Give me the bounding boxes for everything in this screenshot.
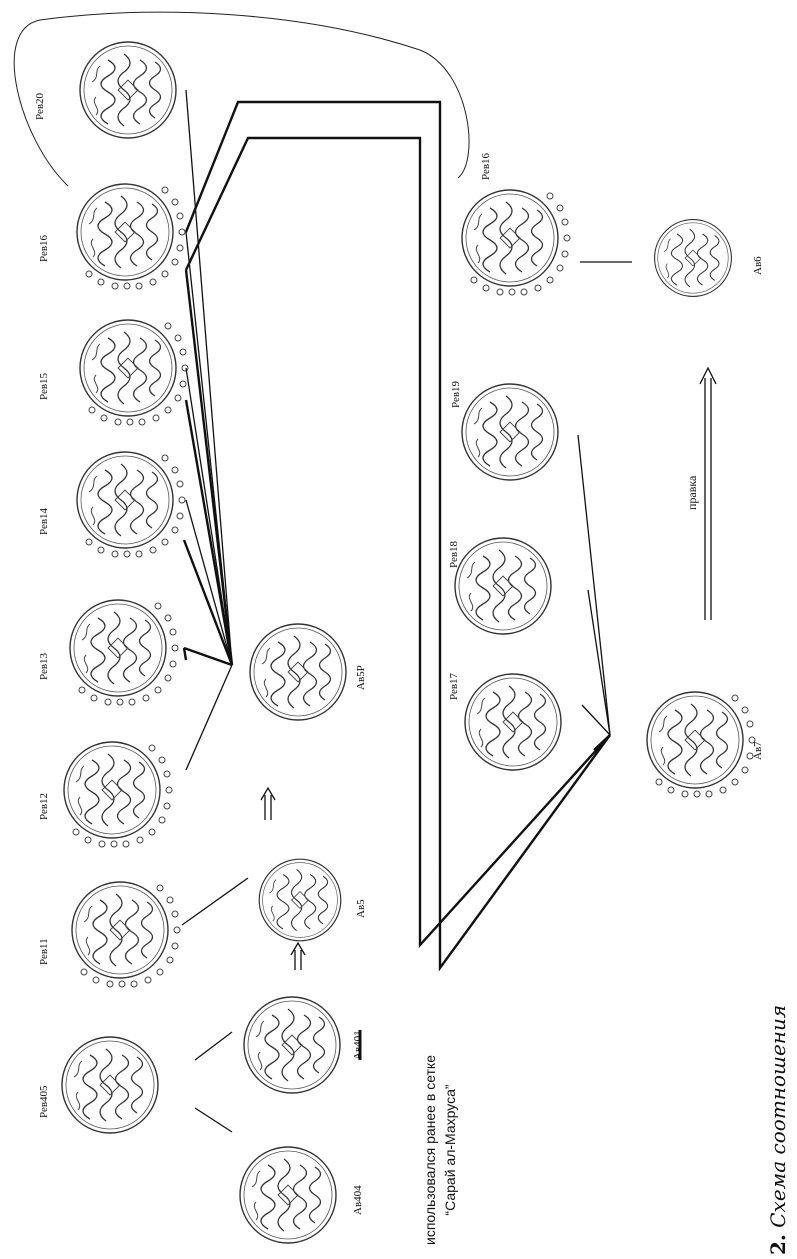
coin-rev16-right <box>461 189 571 296</box>
figure-caption: 2. Схема соотношения <box>766 1005 790 1255</box>
coin-rev12 <box>63 741 173 848</box>
used-earlier-line1: использовался ранее в сетке <box>422 1055 438 1245</box>
label-rev16-left: Рев16 <box>38 234 50 262</box>
coin-rev14 <box>76 451 186 558</box>
used-earlier-line2: “Сарай ал-Махруса” <box>442 1084 458 1216</box>
label-rev20: Рев20 <box>34 92 46 120</box>
label-rev18: Рев18 <box>448 540 460 568</box>
caption-text: Схема соотношения <box>766 1004 790 1228</box>
label-rev14: Рев14 <box>38 507 50 535</box>
label-av7: Ав7 <box>752 741 764 760</box>
label-rev13: Рев13 <box>38 652 50 680</box>
label-rev15: Рев15 <box>38 372 50 400</box>
label-rev16-right: Рев16 <box>480 152 492 180</box>
coin-rev19 <box>461 383 559 481</box>
coin-rev17 <box>464 673 562 771</box>
coin-av5 <box>258 858 342 942</box>
coin-rev405 <box>61 1036 159 1134</box>
coin-rev15 <box>79 319 189 426</box>
label-rev12: Рев12 <box>38 792 50 820</box>
label-rev11: Рев11 <box>38 938 50 965</box>
coin-rev20 <box>79 41 177 139</box>
coin-rev18 <box>454 537 552 635</box>
coin-rev13 <box>69 599 179 706</box>
label-av5: Ав5 <box>355 899 367 918</box>
coin-av5p <box>249 623 347 721</box>
label-rev405: Рев405 <box>38 1085 50 1118</box>
coin-av7 <box>646 691 756 798</box>
thin-connector-curve <box>13 11 470 187</box>
label-av6: Ав6 <box>752 256 764 275</box>
coin-av6 <box>654 219 732 297</box>
used-earlier-note: использовался ранее в сетке “Сарай ал-Ма… <box>420 1055 460 1245</box>
label-av404: Ав404 <box>352 1185 364 1215</box>
correction-label: правка <box>685 475 699 510</box>
coin-av401 <box>243 996 341 1094</box>
label-av401: Ав401 <box>352 1030 364 1060</box>
coin-rev11 <box>71 881 181 988</box>
label-rev19: Рев19 <box>450 380 462 408</box>
coin-av404 <box>239 1146 337 1244</box>
thin-link-lines <box>181 89 632 1133</box>
double-arrows <box>260 366 717 970</box>
caption-number: 2. <box>766 1234 790 1255</box>
label-rev17: Рев17 <box>448 672 460 700</box>
bold-link-lines <box>182 100 611 1060</box>
label-av5p: Ав5Р <box>355 665 367 690</box>
coin-rev16-left <box>76 183 186 290</box>
